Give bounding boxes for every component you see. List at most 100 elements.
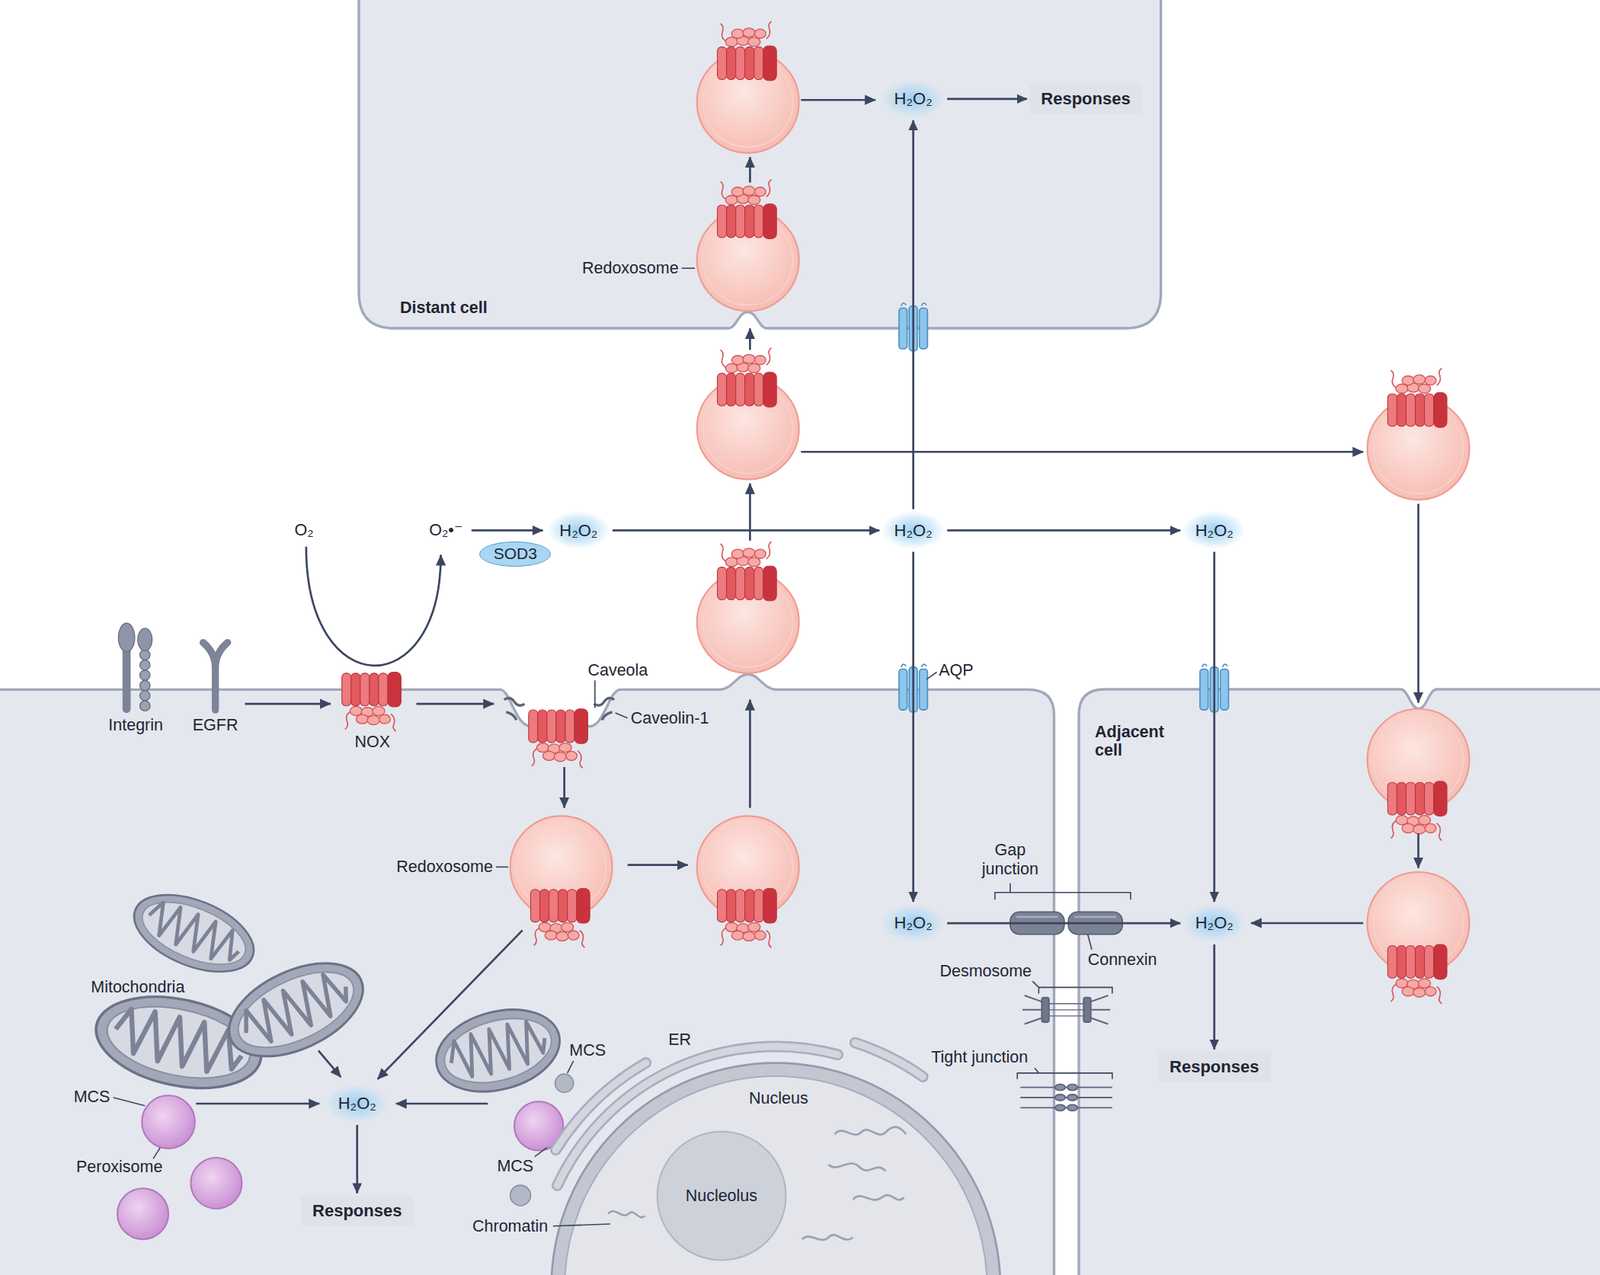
- peroxisome: [117, 1188, 169, 1240]
- cell-label: Distant cell: [400, 298, 488, 318]
- enzyme-ellipse-label: SOD3: [493, 544, 538, 564]
- part-label: Peroxisome: [76, 1158, 164, 1178]
- integrin-symbol: [122, 644, 132, 709]
- integrin-symbol: [140, 700, 151, 711]
- h2o2-glow: H₂O₂: [881, 80, 945, 119]
- leader-line: [681, 267, 695, 269]
- pathway-arrow: [627, 864, 688, 867]
- label-anchor: MCS: [73, 1087, 111, 1107]
- label-anchor: Redoxosome: [582, 259, 679, 279]
- membrane-proteins: [118, 303, 1229, 768]
- flow-arrow: [912, 551, 915, 903]
- desmosome-symbol: [1022, 995, 1111, 1024]
- pathway-arrow: [800, 99, 876, 102]
- tight-junction-symbol: [1067, 1094, 1078, 1101]
- redoxosomes: [697, 348, 800, 480]
- cell-outline: [358, 0, 1162, 329]
- label-anchor: Gap junction: [973, 841, 1047, 879]
- cell: Adjacent cellH₂O₂Responses: [1078, 689, 1600, 1275]
- response-box: Responses: [300, 1196, 414, 1227]
- nucleolus-label: Nucleolus: [685, 1186, 758, 1206]
- er-sheet: [854, 1043, 923, 1078]
- er-vesicle: [555, 1074, 574, 1093]
- flow-arrow: [1212, 944, 1216, 1050]
- h2o2-glow-label: H₂O₂: [559, 521, 598, 541]
- enzyme-ellipse: SOD3: [479, 541, 551, 567]
- integrin-symbol: [118, 623, 135, 652]
- er-sheet: [854, 1043, 923, 1078]
- label-anchor: Integrin: [108, 716, 164, 736]
- h2o2-glow-label: H₂O₂: [894, 913, 933, 933]
- pathway-arrow: [748, 483, 752, 541]
- label-anchor: Mitochondria: [90, 978, 185, 998]
- redoxosomes: [697, 816, 800, 948]
- h2o2-glow-label: H₂O₂: [894, 521, 933, 541]
- part-label: Caveolin-1: [630, 708, 710, 728]
- part-label: Integrin: [108, 716, 164, 736]
- redoxosomes: [1367, 368, 1470, 500]
- leader-line: [594, 680, 596, 708]
- desmosome-symbol: [1083, 998, 1091, 1023]
- label-anchor: MCS: [496, 1156, 534, 1176]
- part-label: Desmosome: [939, 962, 1032, 982]
- label-anchor: Redoxosome: [396, 857, 493, 877]
- leader-line: [615, 713, 628, 719]
- h2o2-glow: H₂O₂: [1182, 511, 1246, 550]
- label-anchor: O₂: [294, 521, 314, 541]
- label-anchor: Chromatin: [472, 1216, 548, 1236]
- flow-arrow: [947, 529, 1181, 532]
- pathway-arrow: [195, 1103, 320, 1106]
- er-vesicle: [510, 1185, 532, 1207]
- leader-line: [153, 1148, 160, 1160]
- part-label: MCS: [569, 1041, 606, 1061]
- part-label: EGFR: [192, 716, 239, 736]
- leader-line: [496, 867, 509, 869]
- tight-junction-symbol: [1055, 1104, 1066, 1111]
- part-label: Caveola: [587, 661, 648, 681]
- leader-line: [534, 1148, 548, 1158]
- pathway-arrow: [748, 328, 752, 350]
- flow-arrow: [912, 120, 915, 510]
- h2o2-glow: H₂O₂: [325, 1084, 389, 1124]
- label-anchor: O₂•⁻: [428, 521, 463, 541]
- part-label: AQP: [938, 661, 973, 681]
- tight-junction-symbol: [1055, 1094, 1066, 1101]
- text-anchor: Distant cell: [400, 298, 488, 318]
- flow-arrow: [612, 529, 880, 532]
- pathway-arrow: [377, 930, 523, 1080]
- text-anchor: Nucleus: [748, 1089, 809, 1109]
- label-anchor: Desmosome: [939, 962, 1032, 982]
- label-anchor: Caveolin-1: [630, 708, 710, 728]
- pathway-arrow: [1417, 833, 1420, 869]
- label-anchor: Connexin: [1088, 950, 1158, 970]
- pathway-arrow: [396, 1103, 489, 1106]
- h2o2-glow-label: H₂O₂: [338, 1094, 377, 1114]
- text-anchor: Nucleolus: [685, 1186, 758, 1206]
- leader-line: [113, 1097, 146, 1107]
- part-label: MCS: [73, 1087, 111, 1107]
- pathway-arrow: [1251, 922, 1364, 925]
- peroxisome: [190, 1158, 242, 1210]
- pathway-arrow: [471, 529, 544, 532]
- tight-junction-symbol: [1067, 1104, 1078, 1111]
- cell: Distant cellH₂O₂Responses: [358, 0, 1162, 329]
- redoxosomes: [697, 541, 800, 674]
- h2o2-glow: H₂O₂: [547, 511, 611, 550]
- integrin-symbol: [137, 628, 153, 651]
- text-anchor: Adjacent cell: [1094, 723, 1175, 761]
- part-label: Connexin: [1088, 950, 1158, 970]
- h2o2-glow-label: H₂O₂: [1195, 521, 1234, 541]
- integrin-symbol: [140, 680, 151, 691]
- pathway-arrow: [306, 547, 442, 666]
- h2o2-glow-label: H₂O₂: [1195, 913, 1234, 933]
- nox-complex: [528, 709, 589, 769]
- part-label: MCS: [496, 1156, 534, 1176]
- part-label: Redoxosome: [582, 259, 679, 279]
- pathway-arrow: [748, 700, 752, 809]
- part-label: Mitochondria: [90, 978, 185, 998]
- h2o2-glow: H₂O₂: [881, 511, 945, 550]
- leader-line: [926, 672, 937, 680]
- integrin-symbol: [140, 670, 151, 681]
